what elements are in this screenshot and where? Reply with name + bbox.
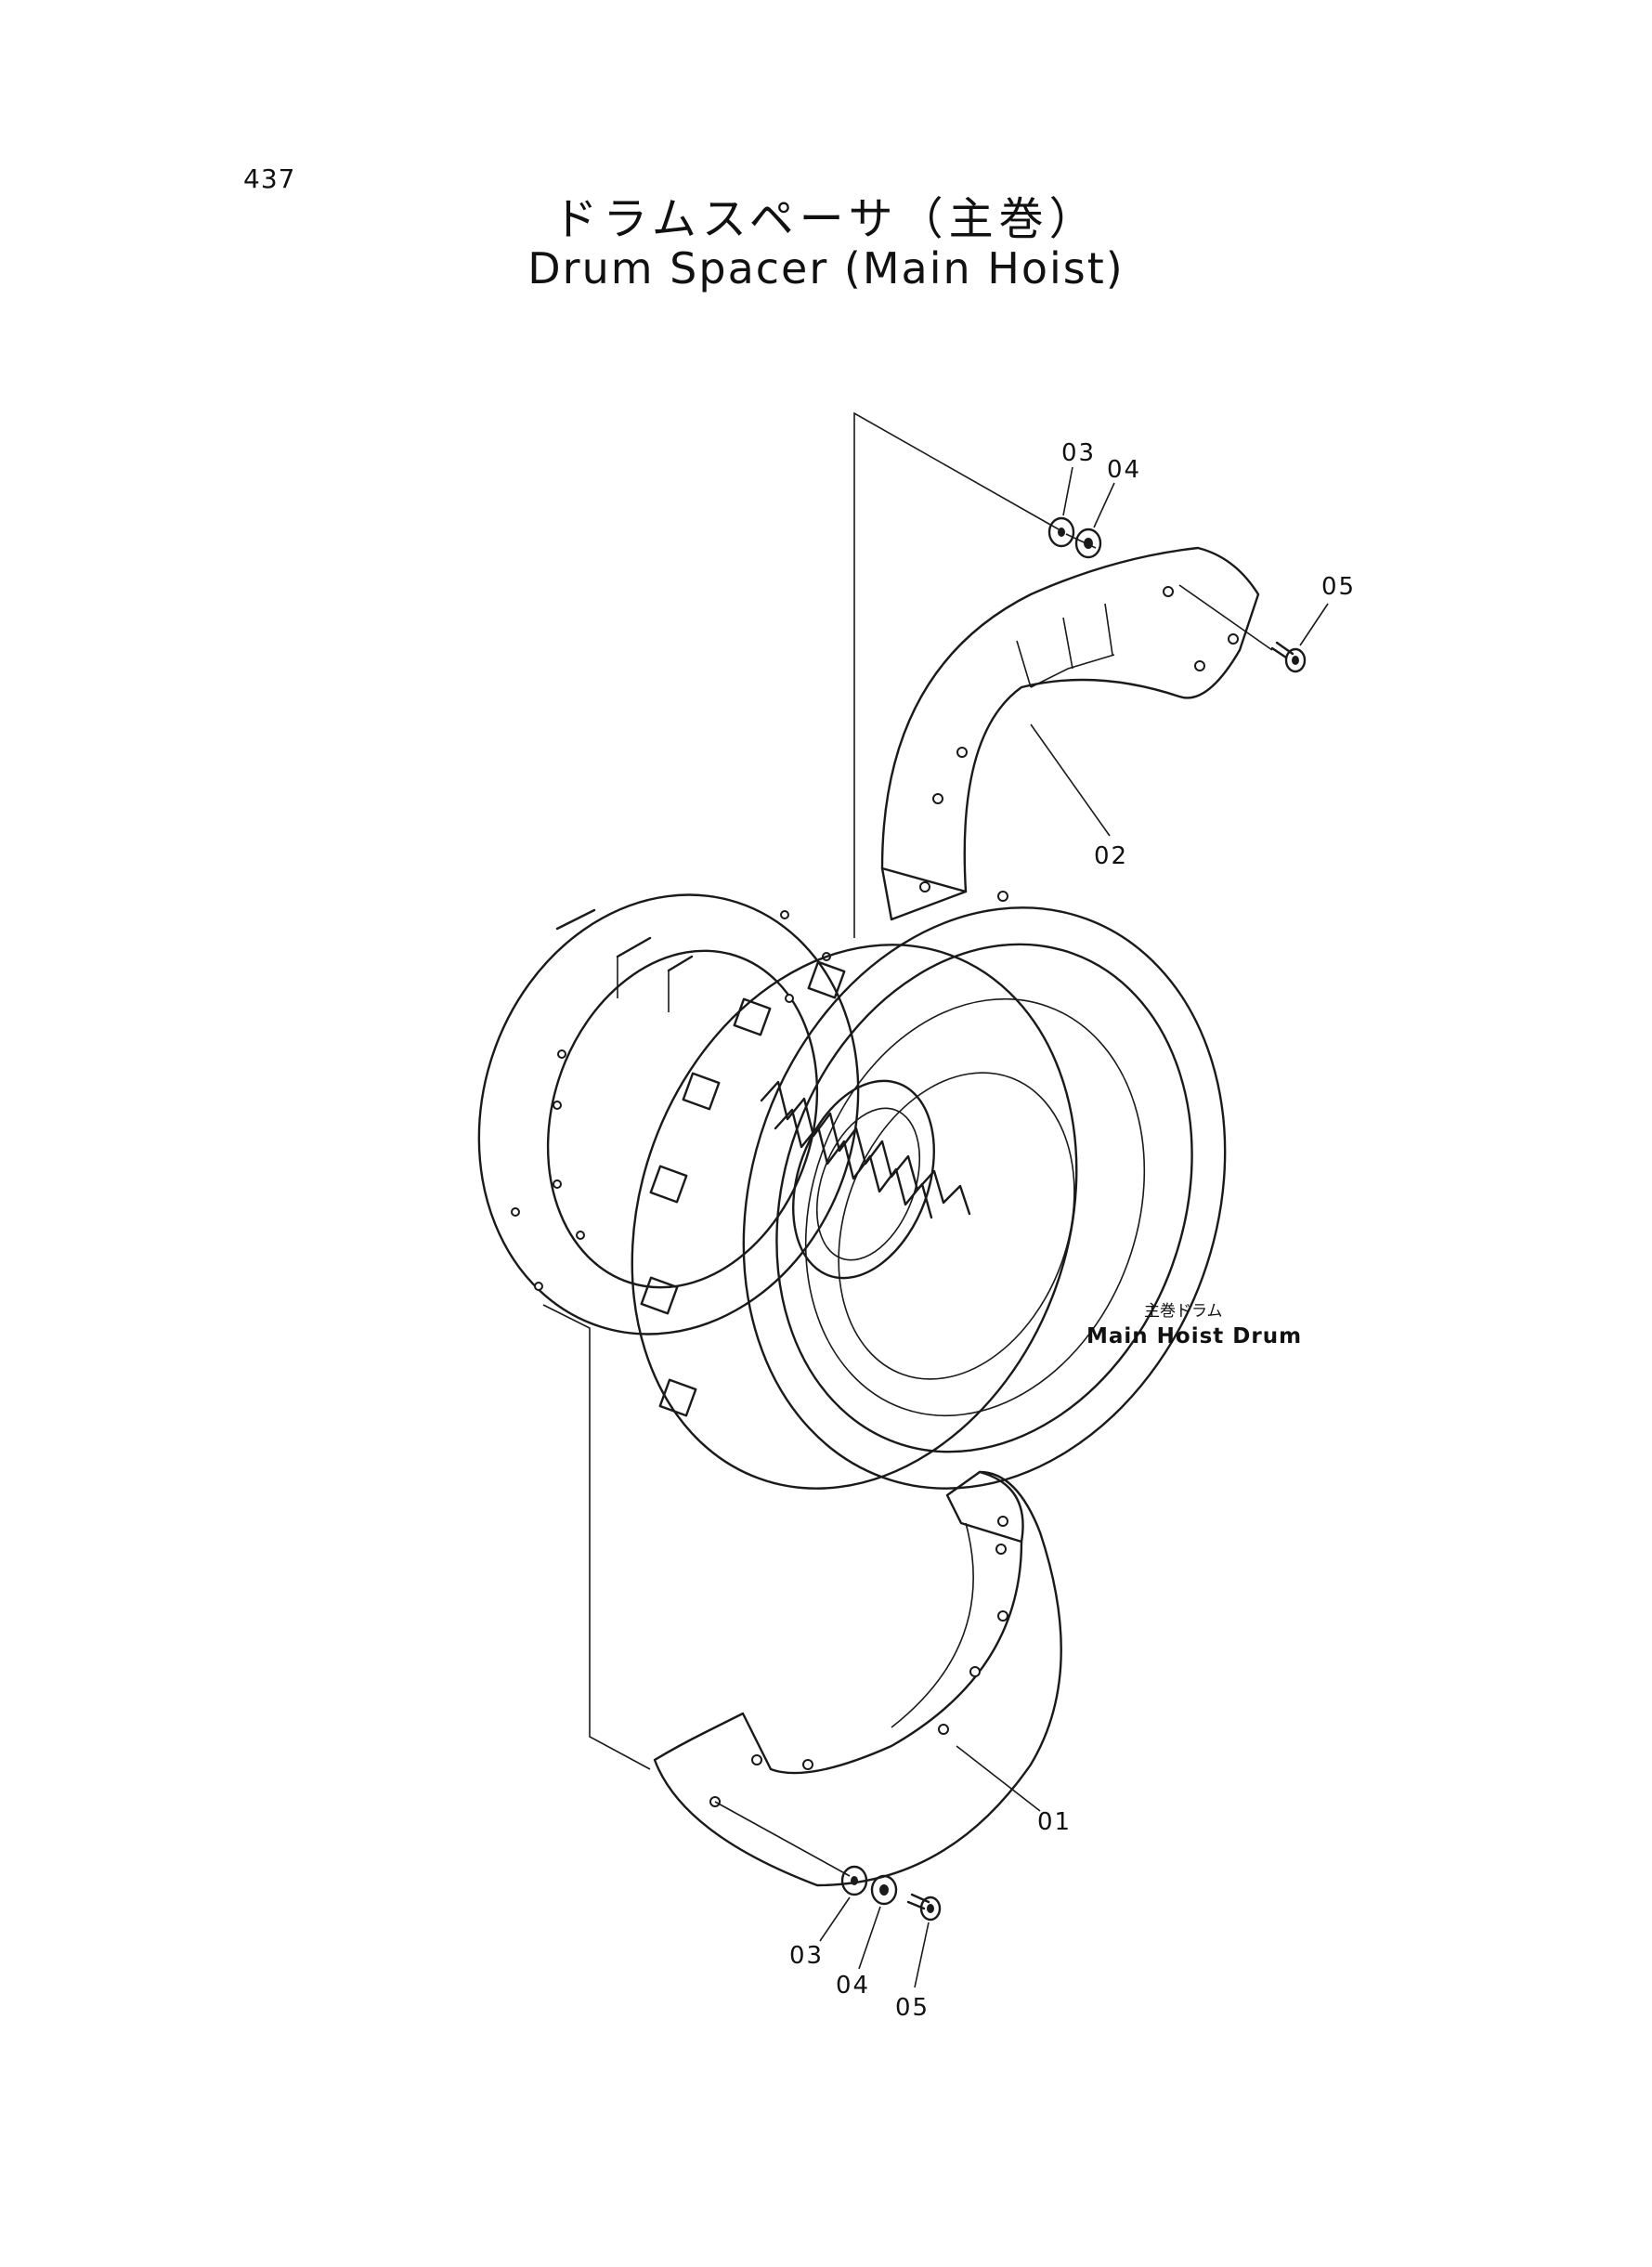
callout-upper-04: 04 — [1107, 456, 1141, 484]
callout-upper-03: 03 — [1061, 439, 1096, 467]
drum-rear-flange — [477, 893, 860, 1335]
lower-washer-03 — [840, 1865, 868, 1896]
callout-lower-04: 04 — [836, 1972, 870, 2000]
title-japanese: ドラムスペーサ（主巻） — [553, 193, 1099, 245]
page-number: 437 — [243, 163, 296, 194]
drum-label-en: Main Hoist Drum — [1086, 1324, 1302, 1348]
upper-washer-03 — [1047, 516, 1075, 548]
callout-02: 02 — [1094, 842, 1128, 870]
lower-assembly-leader — [542, 1304, 651, 1770]
lower-bolt-05 — [906, 1893, 942, 1922]
title-english: Drum Spacer (Main Hoist) — [527, 243, 1125, 293]
callout-01: 01 — [1037, 1808, 1072, 1836]
callout-lower-05: 05 — [895, 1994, 930, 2022]
callout-leaders — [819, 466, 1329, 1988]
lower-drum-spacer — [653, 1470, 1062, 1887]
callout-upper-05: 05 — [1321, 573, 1356, 601]
callout-lower-03: 03 — [789, 1942, 824, 1970]
main-hoist-drum — [631, 906, 1227, 1490]
lower-hardware-leader — [714, 1801, 851, 1877]
drum-label-jp: 主巻ドラム — [1144, 1302, 1223, 1321]
lower-washer-04 — [870, 1874, 898, 1906]
upper-washer-04 — [1074, 528, 1102, 559]
upper-drum-spacer — [880, 546, 1260, 921]
upper-assembly-leader — [853, 411, 1060, 938]
upper-bolt-05 — [1270, 641, 1307, 673]
